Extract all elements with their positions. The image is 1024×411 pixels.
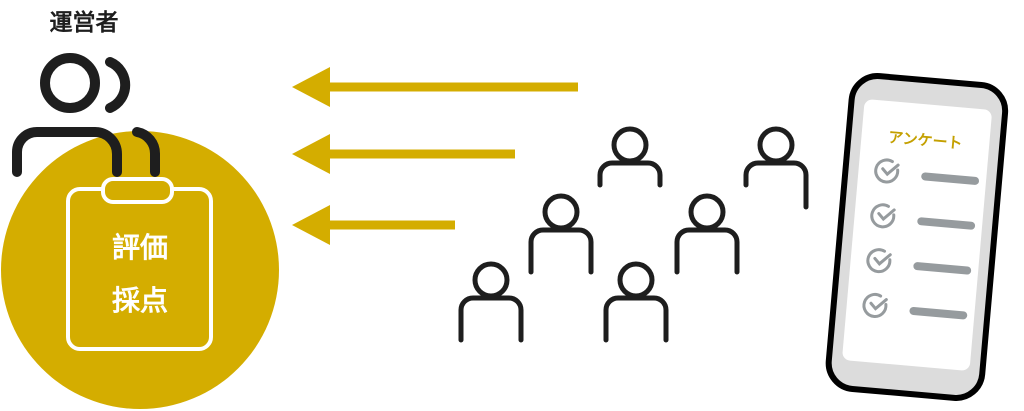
check-circle-icon [874,158,900,184]
clipboard-icon [66,177,213,351]
smartphone: アンケート [825,73,1009,401]
survey-item [870,203,976,230]
participant-icon [603,261,669,343]
check-circle-icon [870,203,896,229]
participant-icon [674,193,740,275]
participant-icon [528,193,594,275]
check-circle-icon [866,248,892,274]
survey-item [866,248,972,275]
participant-icon [597,126,663,188]
arrow-1 [292,67,578,107]
survey-item [874,158,980,185]
arrow-2 [292,134,515,174]
phone-screen [842,99,992,371]
arrow-3 [292,205,455,245]
clipboard-text-line1: 評価 [112,231,168,264]
clipboard-text-line2: 採点 [112,284,168,317]
survey-item [862,292,968,320]
check-circle-icon [862,292,888,318]
participant-icon [743,126,809,210]
operator-icon [12,53,160,177]
participant-icon [458,261,524,343]
evaluation-circle [1,131,279,409]
operator-label: 運営者 [50,9,119,36]
